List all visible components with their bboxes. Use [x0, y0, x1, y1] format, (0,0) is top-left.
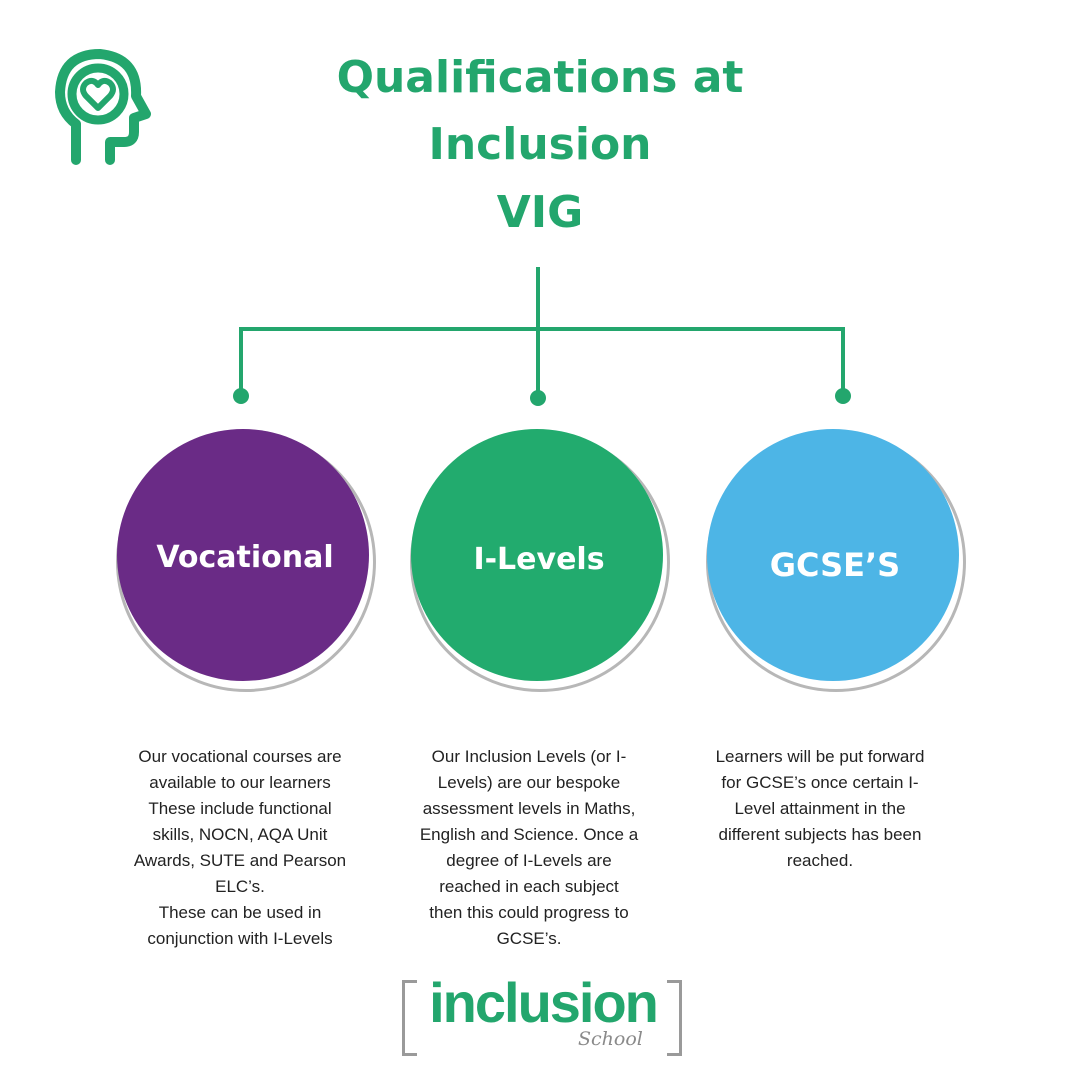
- vocational-label: Vocational: [156, 540, 334, 575]
- gcse-label: GCSE’S: [769, 546, 901, 584]
- description-line: then this could progress to: [429, 903, 629, 922]
- description-line: different subjects has been: [718, 825, 922, 844]
- ilevels-circle: I-Levels: [410, 429, 670, 694]
- connector-dot-right: [835, 388, 851, 404]
- logo-subtitle: School: [578, 1028, 643, 1050]
- gcse-description: Learners will be put forward for GCSE’s …: [686, 744, 954, 874]
- description-line: GCSE’s.: [496, 929, 562, 948]
- head-heart-icon: [55, 49, 151, 165]
- gcse-circle: GCSE’S: [706, 429, 966, 694]
- description-line: Our vocational courses are: [138, 747, 342, 766]
- inclusion-school-logo: inclusion School: [402, 971, 682, 1056]
- title-line-2: Inclusion: [428, 119, 652, 170]
- description-line: These include functional: [148, 799, 332, 818]
- description-line: Level attainment in the: [734, 799, 906, 818]
- logo-bracket-left: [402, 980, 417, 1056]
- description-line: for GCSE’s once certain I-: [721, 773, 919, 792]
- logo-wordmark: inclusion: [429, 971, 659, 1034]
- vocational-description: Our vocational courses are available to …: [104, 744, 376, 952]
- vocational-circle: Vocational: [116, 429, 376, 694]
- description-line: Levels) are our bespoke: [437, 773, 621, 792]
- description-line: English and Science. Once a: [419, 825, 639, 844]
- description-line: ELC’s.: [215, 877, 265, 896]
- description-line: assessment levels in Maths,: [422, 799, 636, 818]
- logo-bracket-right: [667, 980, 682, 1056]
- connector-tree: [233, 267, 851, 406]
- description-line: Our Inclusion Levels (or I-: [431, 747, 627, 766]
- title-line-1: Qualifications at: [336, 52, 744, 103]
- title-line-3: VIG: [496, 187, 584, 238]
- description-line: Learners will be put forward: [715, 747, 925, 766]
- description-line: Awards, SUTE and Pearson: [133, 851, 347, 870]
- description-line: conjunction with I-Levels: [147, 929, 333, 948]
- description-line: reached.: [786, 851, 854, 870]
- description-line: skills, NOCN, AQA Unit: [152, 825, 328, 844]
- connector-bar: [239, 327, 845, 396]
- description-line: These can be used in: [158, 903, 322, 922]
- connector-dot-left: [233, 388, 249, 404]
- ilevels-label: I-Levels: [473, 542, 605, 577]
- description-line: available to our learners: [149, 773, 331, 792]
- description-line: degree of I-Levels are: [446, 851, 612, 870]
- connector-dot-middle: [530, 390, 546, 406]
- description-line: reached in each subject: [439, 877, 619, 896]
- ilevels-description: Our Inclusion Levels (or I- Levels) are …: [395, 744, 663, 952]
